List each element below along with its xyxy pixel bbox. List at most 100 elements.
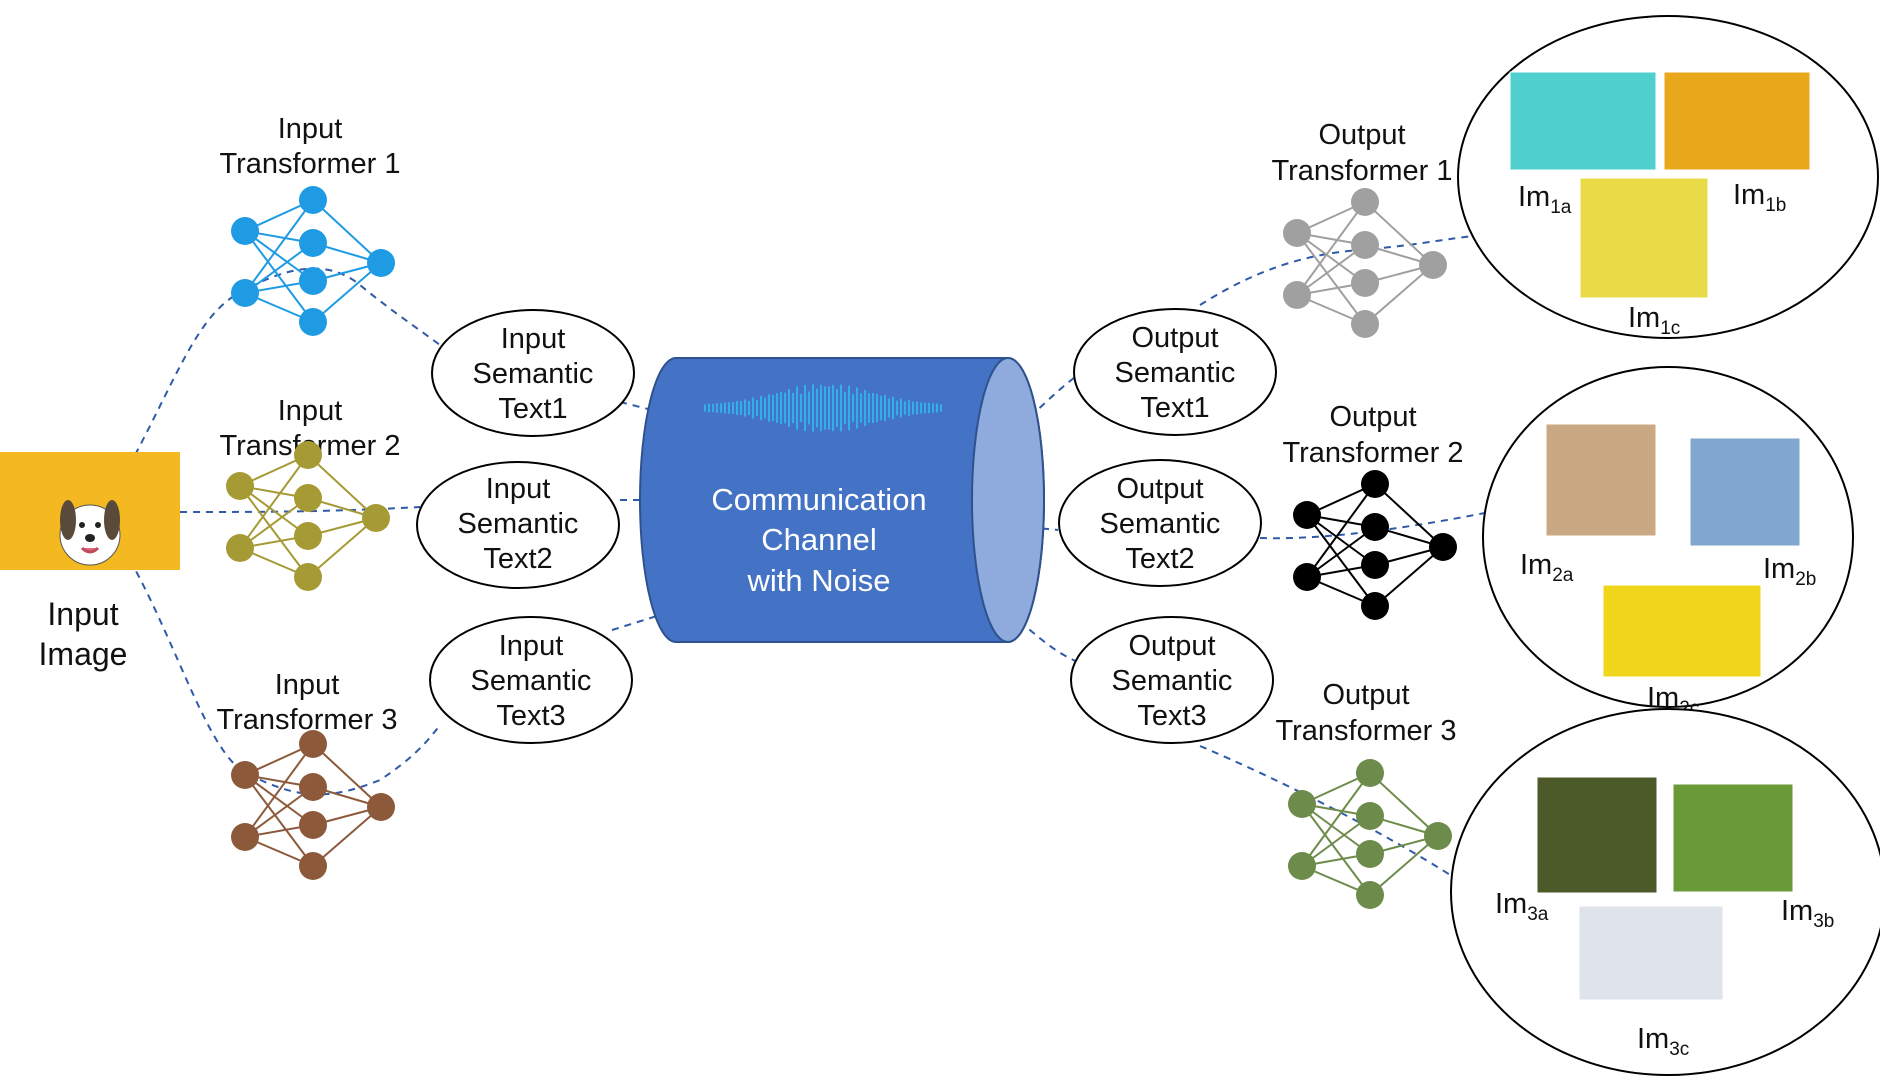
output-semantic-text-1: Output Semantic Text1	[1073, 308, 1277, 436]
network-node	[299, 852, 327, 880]
input-image-group: Input Image	[0, 452, 180, 672]
output-semantic-text-3-line1: Output	[1128, 630, 1215, 662]
output-transformer-2-label-line2: Transformer 2	[1282, 437, 1463, 469]
network-edge	[1306, 514, 1376, 566]
dog-illustration	[59, 500, 121, 566]
network-edge	[244, 743, 314, 838]
output-transformer-2-label-line1: Output	[1329, 401, 1416, 433]
connector-image-to-transformer2	[179, 506, 421, 513]
output-image-2b-label: Im2b	[1763, 553, 1816, 590]
network-edge	[244, 786, 314, 838]
input-semantic-text-2-line1: Input	[486, 473, 551, 505]
output-semantic-text-2: Output Semantic Text2	[1058, 459, 1262, 587]
network-node	[226, 534, 254, 562]
network-node	[1283, 281, 1311, 309]
network-edge	[1301, 803, 1371, 855]
output-semantic-text-1-line3: Text1	[1140, 392, 1209, 424]
network-edge	[244, 774, 314, 867]
connector-text3-to-channel	[611, 614, 661, 631]
network-node	[1288, 852, 1316, 880]
network-node	[1361, 592, 1389, 620]
network-edge	[1369, 772, 1439, 837]
connector-channel-to-output-text3	[1009, 611, 1079, 663]
network-edge	[1306, 526, 1376, 578]
network-node	[294, 484, 322, 512]
network-node	[1351, 231, 1379, 259]
output-transformer-3-label-line2: Transformer 3	[1275, 715, 1456, 747]
output-image-3a-label: Im3a	[1495, 888, 1549, 925]
output-image-1c-label: Im1c	[1628, 302, 1680, 339]
input-semantic-text-3-line2: Semantic	[471, 665, 592, 697]
input-transformer-1-network	[231, 186, 395, 336]
output-image-2a	[1545, 423, 1657, 537]
network-node	[299, 229, 327, 257]
output-image-2a-label: Im2a	[1520, 549, 1574, 586]
network-edge	[312, 743, 382, 808]
input-image-label-line1: Input	[47, 596, 118, 632]
connector-image-to-transformer3	[129, 559, 441, 796]
output-image-3b	[1672, 783, 1794, 893]
input-semantic-text-1-line3: Text1	[498, 393, 567, 425]
network-edge	[1306, 514, 1376, 607]
network-edge	[239, 497, 309, 549]
network-edge	[1296, 201, 1366, 296]
network-edge	[1301, 772, 1371, 867]
network-edge	[244, 774, 314, 826]
output-image-2b	[1689, 437, 1801, 547]
noise-waveform-icon	[704, 384, 942, 432]
network-node	[231, 279, 259, 307]
input-transformer-1-label-line2: Transformer 1	[219, 148, 400, 180]
input-image-label-line2: Image	[39, 636, 128, 672]
network-node	[299, 308, 327, 336]
output-image-1a	[1509, 71, 1657, 171]
network-edge	[244, 199, 314, 294]
network-node	[1283, 219, 1311, 247]
output-semantic-text-2-line3: Text2	[1125, 543, 1194, 575]
network-node	[1361, 470, 1389, 498]
network-node	[367, 249, 395, 277]
network-edge	[1296, 244, 1366, 296]
output-transformer-2-network	[1293, 470, 1457, 620]
network-edge	[312, 262, 382, 323]
network-node	[1424, 822, 1452, 850]
network-node	[1429, 533, 1457, 561]
network-edge	[1301, 803, 1371, 896]
network-edge	[1301, 815, 1371, 867]
output-transformer-3-label-line1: Output	[1322, 679, 1409, 711]
input-transformer-3-label-line1: Input	[275, 669, 340, 701]
input-semantic-text-1-line1: Input	[501, 323, 566, 355]
output-group-1: Im1a Im1b Im1c	[1457, 15, 1879, 339]
output-transformer-3-network	[1288, 759, 1452, 909]
network-node	[362, 504, 390, 532]
output-transformer-2: Output Transformer 2	[1282, 401, 1464, 620]
input-transformer-3-network	[231, 730, 395, 880]
output-image-3a	[1536, 776, 1658, 894]
network-node	[294, 563, 322, 591]
network-node	[1351, 269, 1379, 297]
network-edge	[1296, 232, 1366, 325]
network-edge	[239, 485, 309, 537]
channel-cylinder-face	[971, 357, 1045, 643]
network-edge	[239, 485, 309, 578]
network-node	[294, 522, 322, 550]
output-image-1b-label: Im1b	[1733, 179, 1786, 216]
network-node	[226, 472, 254, 500]
network-node	[367, 793, 395, 821]
network-node	[1293, 563, 1321, 591]
connector-text1-to-channel	[619, 401, 661, 413]
input-semantic-text-3-line3: Text3	[496, 700, 565, 732]
network-edge	[1369, 835, 1439, 896]
input-transformer-2-network	[226, 441, 390, 591]
network-node	[1293, 501, 1321, 529]
output-image-3b-label: Im3b	[1781, 895, 1834, 932]
output-semantic-text-2-line1: Output	[1116, 473, 1203, 505]
output-image-3c-label: Im3c	[1637, 1023, 1689, 1060]
network-node	[299, 773, 327, 801]
output-semantic-text-1-line2: Semantic	[1115, 357, 1236, 389]
output-transformer-1: Output Transformer 1	[1271, 119, 1453, 338]
input-semantic-text-3-line1: Input	[499, 630, 564, 662]
network-edge	[1374, 546, 1444, 607]
input-transformer-1-label-line1: Input	[278, 113, 343, 145]
input-semantic-text-1-line2: Semantic	[473, 358, 594, 390]
output-semantic-text-1-line1: Output	[1131, 322, 1218, 354]
